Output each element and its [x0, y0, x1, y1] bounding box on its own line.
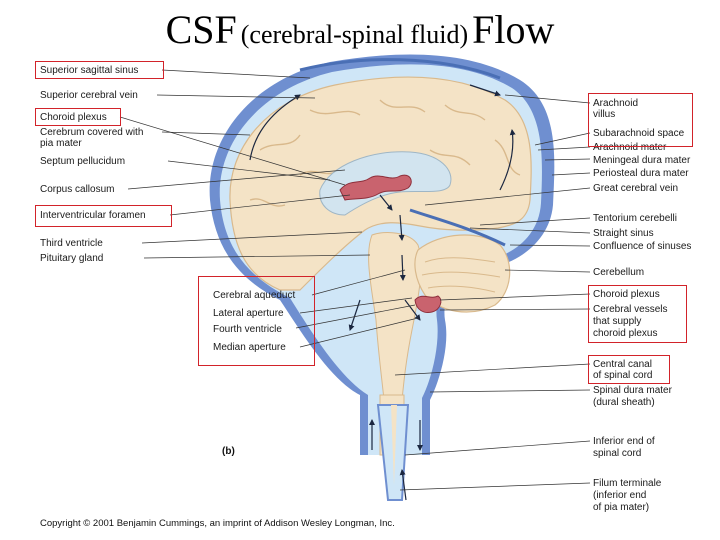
- highlight-central-canal: [588, 355, 670, 384]
- choroid-plexus-lower: [414, 295, 442, 313]
- straight-sinus: [409, 208, 506, 247]
- label-superior-sagittal-sinus: Superior sagittal sinus: [40, 65, 139, 76]
- superior-sagittal-sinus: [299, 58, 501, 80]
- label-septum-pellucidum: Septum pellucidum: [40, 156, 126, 167]
- label-subarachnoid-space: Subarachnoid space: [593, 128, 685, 139]
- label-great-cerebral-vein: Great cerebral vein: [593, 183, 679, 194]
- highlight-aqueduct-group: [198, 276, 315, 366]
- leader-lines-left: [119, 69, 371, 259]
- label-tentorium-cerebelli: Tentorium cerebelli: [593, 213, 677, 224]
- highlight-choroid-plexus-right: [588, 285, 687, 343]
- label-interventricular-foramen: Interventricular foramen: [40, 210, 146, 221]
- flow-arrow-3: [399, 254, 406, 281]
- label-fourth-ventricle: Fourth ventricle: [213, 324, 282, 335]
- highlight-choroid-plexus: [35, 108, 121, 126]
- leader-lines-mid: [295, 269, 419, 348]
- title-sub: (cerebral-spinal fluid): [240, 20, 469, 49]
- copyright-text: Copyright © 2001 Benjamin Cummings, an i…: [40, 518, 395, 529]
- label-inferior-end-of: Inferior end of: [593, 436, 655, 447]
- label-choroid-plexus-right: Choroid plexus: [593, 289, 660, 300]
- label-cerebral-aqueduct: Cerebral aqueduct: [213, 290, 296, 301]
- cerebellum: [414, 234, 511, 313]
- label-periosteal-dura: Periosteal dura mater: [593, 168, 689, 179]
- filum-terminale: [391, 405, 397, 485]
- label-lateral-aperture: Lateral aperture: [213, 308, 284, 319]
- flow-arrow-9: [469, 84, 501, 97]
- label-choroid-plexus-supply: choroid plexus: [593, 328, 658, 339]
- label-superior-cerebral-vein: Superior cerebral vein: [40, 90, 138, 101]
- title-end: Flow: [472, 7, 555, 52]
- choroid-plexus-upper: [339, 174, 412, 201]
- label-meningeal-dura: Meningeal dura mater: [593, 155, 691, 166]
- label-choroid-plexus: Choroid plexus: [40, 112, 107, 123]
- label-spinal-dura-mater: Spinal dura mater: [593, 385, 672, 396]
- flow-arrow-2: [398, 214, 405, 241]
- flow-arrow-1: [379, 194, 393, 211]
- flow-arrow-4: [404, 299, 421, 321]
- label-pituitary-gland: Pituitary gland: [40, 253, 104, 264]
- label-straight-sinus: Straight sinus: [593, 228, 654, 239]
- leader-lines-right: [394, 94, 591, 491]
- page-title: CSF (cerebral-spinal fluid) Flow: [0, 6, 720, 53]
- label-cerebellum: Cerebellum: [593, 267, 645, 278]
- label-filum-terminale: Filum terminale: [593, 478, 662, 489]
- label-median-aperture: Median aperture: [213, 342, 286, 353]
- cerebellum-folia: [421, 257, 501, 293]
- label-cerebrum-covered: Cerebrum covered with: [40, 127, 144, 138]
- flow-arrow-8: [249, 94, 301, 161]
- label-corpus-callosum: Corpus callosum: [40, 184, 115, 195]
- label-cerebral-vessels: Cerebral vessels: [593, 304, 668, 315]
- flow-arrow-11: [399, 469, 407, 501]
- title-main: CSF: [165, 7, 237, 52]
- label-villus: villus: [593, 109, 616, 120]
- label-arachnoid: Arachnoid: [593, 98, 639, 109]
- label-spinal-cord: spinal cord: [593, 448, 642, 459]
- label-of-spinal-cord: of spinal cord: [593, 370, 653, 381]
- flow-arrow-10: [499, 129, 516, 191]
- highlight-superior-sagittal-sinus: [35, 61, 164, 79]
- label-of-pia-mater: of pia mater): [593, 502, 650, 513]
- label-that-supply: that supply: [593, 316, 642, 327]
- label-confluence-of-sinuses: Confluence of sinuses: [593, 241, 692, 252]
- label-pia-mater: pia mater: [40, 138, 82, 149]
- label-inferior-end: (inferior end: [593, 490, 647, 501]
- highlight-interventricular-foramen: [35, 205, 172, 227]
- label-arachnoid-mater: Arachnoid mater: [593, 142, 667, 153]
- highlight-arachnoid-villus: [588, 93, 693, 147]
- brainstem: [368, 232, 422, 401]
- label-central-canal: Central canal: [593, 359, 652, 370]
- label-third-ventricle: Third ventricle: [40, 238, 103, 249]
- figure-label: (b): [222, 446, 235, 457]
- label-dural-sheath: (dural sheath): [593, 397, 655, 408]
